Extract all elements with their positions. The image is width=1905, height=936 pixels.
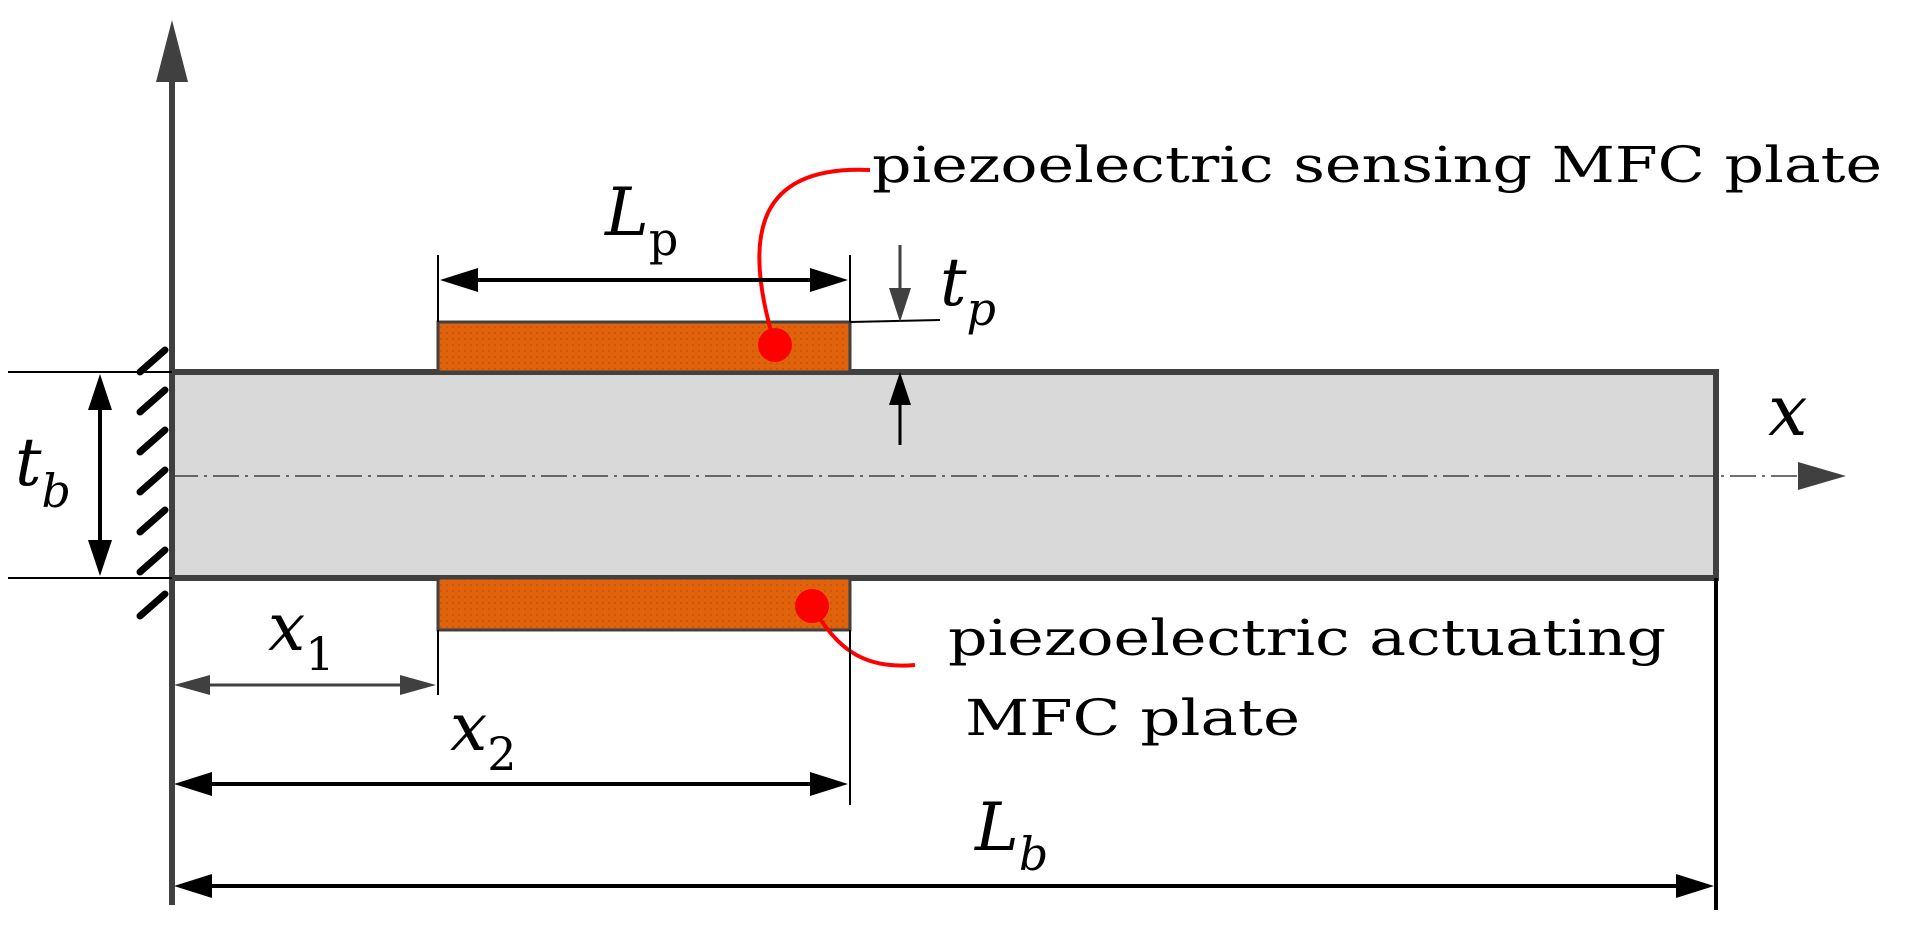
beam [169, 369, 1719, 581]
x2-label: x2 [450, 689, 517, 781]
x1-dimension-arrow [174, 675, 436, 695]
sensing-leader [757, 167, 871, 362]
extension-lines [8, 255, 941, 805]
tb-dimension-arrow [88, 374, 112, 576]
x1-label: x1 [268, 589, 335, 681]
x2-dimension-arrow [174, 772, 848, 796]
tp-label: tp [940, 244, 996, 336]
lp-label: Lp [604, 174, 678, 266]
tb-label: tb [15, 424, 71, 518]
x-axis-label: x [1768, 370, 1807, 452]
lb-dimension-arrow [174, 874, 1714, 898]
actuating-plate-label-line2: MFC plate [965, 689, 1300, 747]
tp-dimension-arrows [889, 245, 911, 445]
sensing-plate-label: piezoelectric sensing MFC plate [872, 136, 1882, 194]
actuating-mfc-plate [436, 576, 852, 632]
x-axis [172, 462, 1846, 490]
actuating-leader [795, 589, 916, 668]
fixed-support-hatch [136, 346, 169, 620]
lp-dimension-arrow [440, 268, 848, 292]
actuating-plate-label-line1: piezoelectric actuating [948, 609, 1666, 667]
lb-label: Lb [974, 789, 1048, 881]
